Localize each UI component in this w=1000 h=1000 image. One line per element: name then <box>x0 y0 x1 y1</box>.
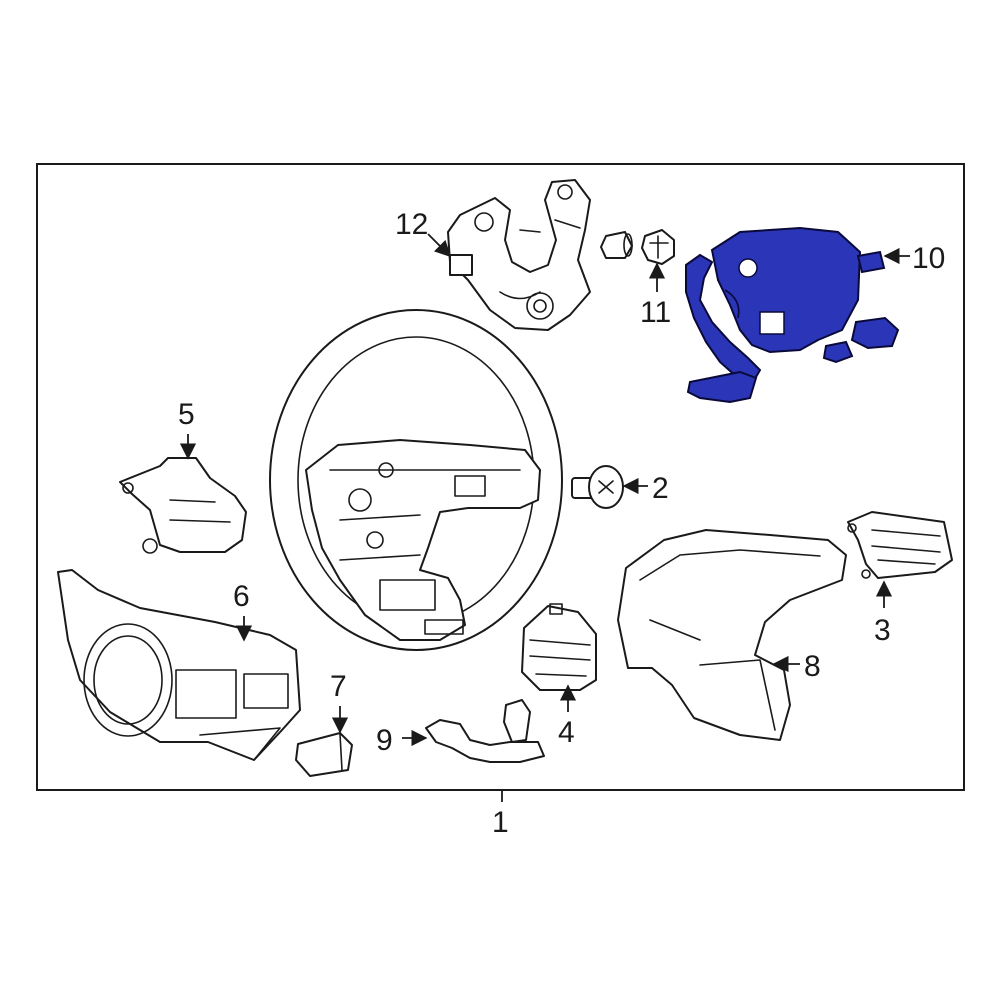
part-10-airbag-module[interactable] <box>685 226 900 404</box>
part-2-bolt[interactable] <box>571 465 624 509</box>
callout-2: 2 <box>652 472 669 505</box>
diagram-frame <box>36 163 965 791</box>
callout-4: 4 <box>558 716 575 749</box>
part-9-harness[interactable] <box>425 699 545 763</box>
leader-12 <box>427 233 452 258</box>
part-8-back-cover[interactable] <box>617 529 847 741</box>
part-12-bracket[interactable] <box>447 179 591 331</box>
part-7-cap[interactable] <box>295 732 353 777</box>
callout-1: 1 <box>492 806 509 839</box>
callout-3: 3 <box>874 614 891 647</box>
part-6-trim-cover[interactable] <box>57 569 301 761</box>
callout-6: 6 <box>233 580 250 613</box>
part-11-nut[interactable] <box>600 229 675 265</box>
callout-9: 9 <box>376 724 393 757</box>
callout-10: 10 <box>912 242 945 275</box>
part-4-switch[interactable] <box>521 603 597 691</box>
callout-12: 12 <box>395 208 428 241</box>
callout-8: 8 <box>804 650 821 683</box>
part-3-switch[interactable] <box>847 511 953 579</box>
steering-wheel[interactable] <box>269 309 563 651</box>
callout-11: 11 <box>640 296 671 329</box>
callout-5: 5 <box>178 398 195 431</box>
part-5-cover[interactable] <box>119 457 247 554</box>
callout-7: 7 <box>330 670 347 703</box>
